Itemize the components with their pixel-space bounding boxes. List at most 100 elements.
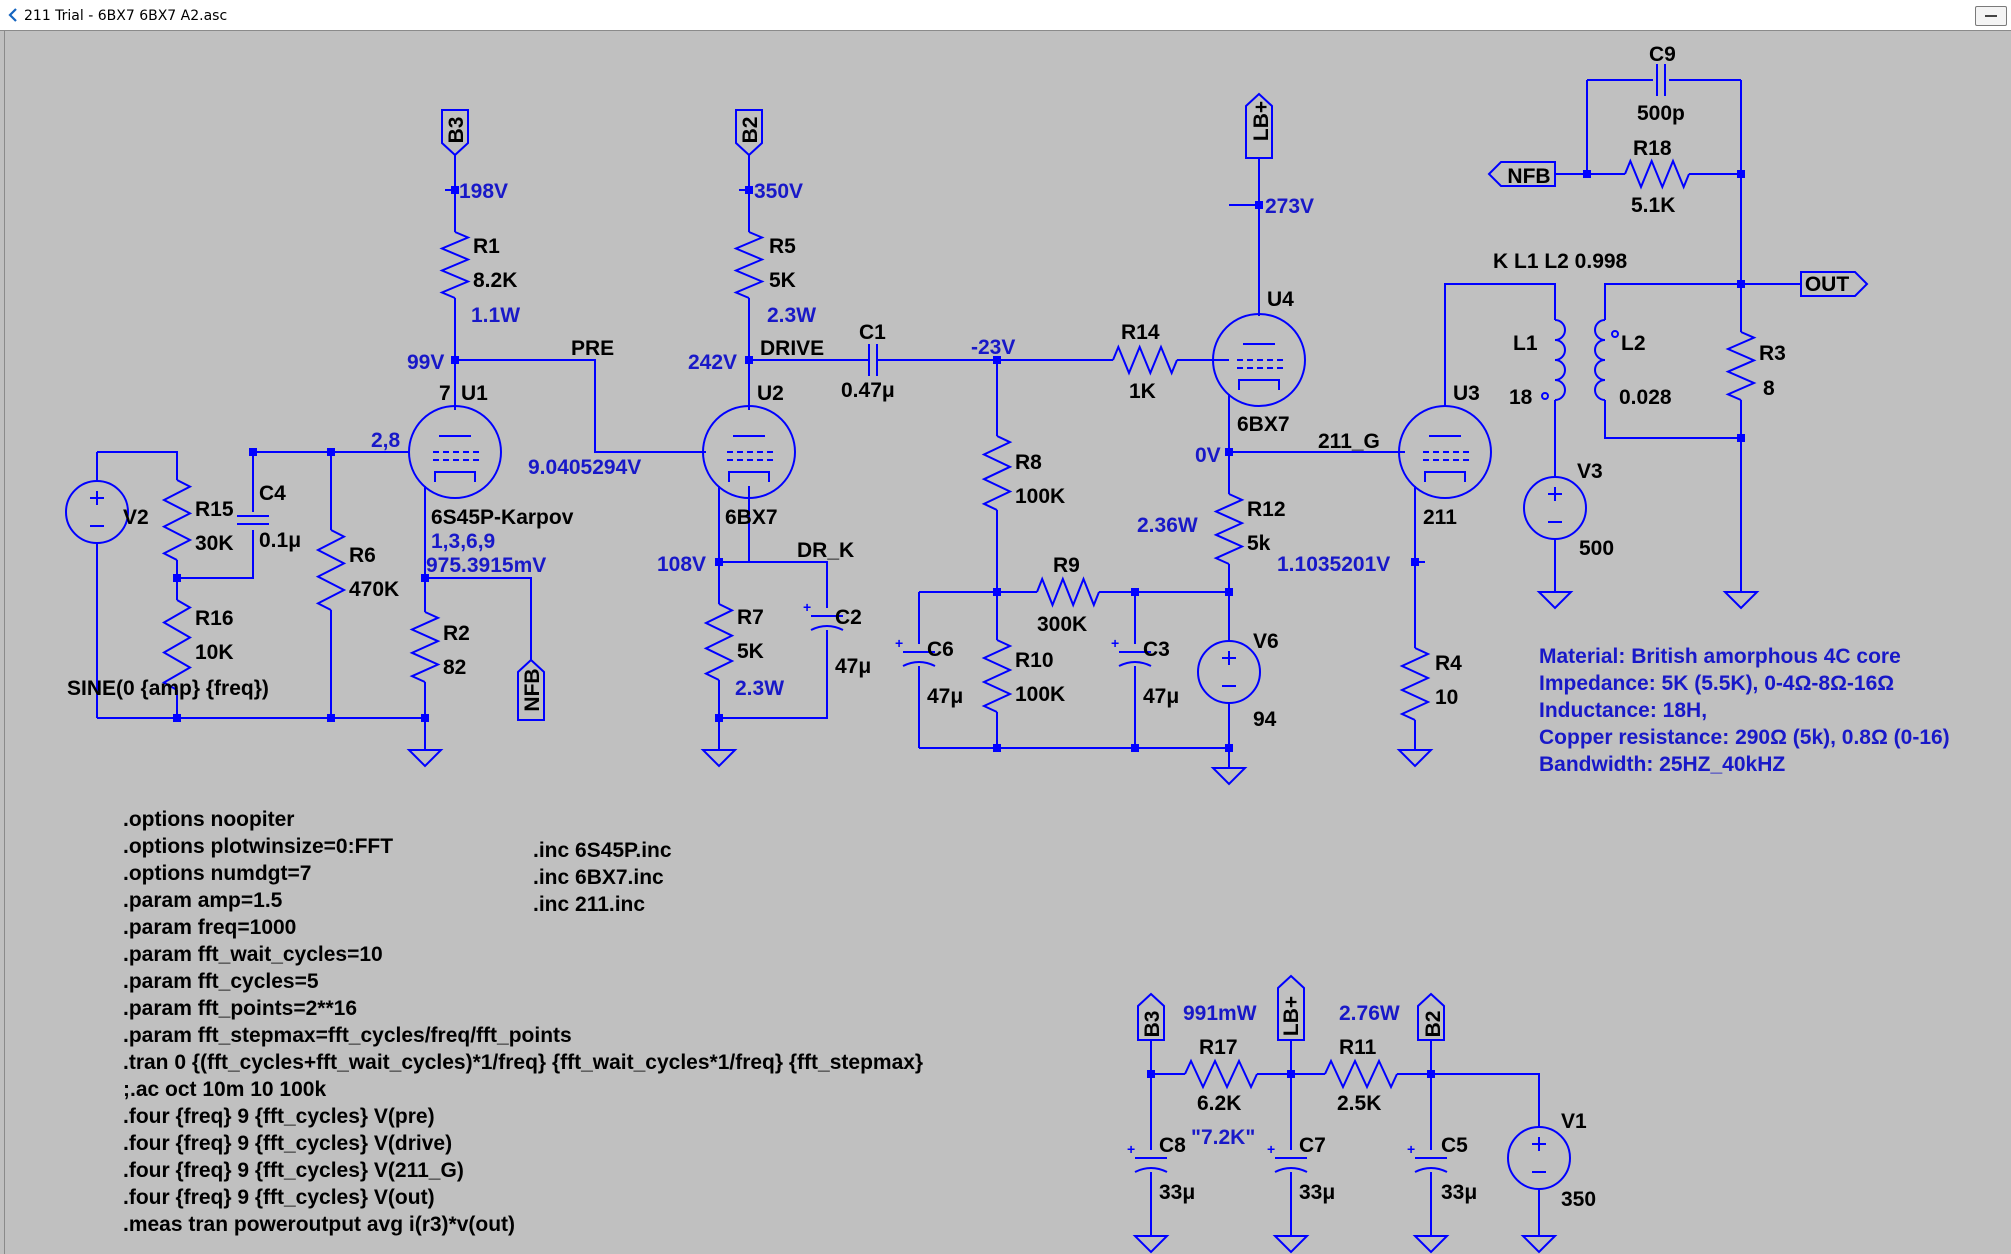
directive-line[interactable]: ;.ac oct 10m 10 100k [123, 1078, 326, 1101]
directive-line[interactable]: .tran 0 {(fft_cycles+fft_wait_cycles)*1/… [123, 1051, 923, 1074]
port-lbplus-flag [1245, 92, 1273, 159]
port-lbplus-psu[interactable]: LB+ [1280, 996, 1303, 1036]
include-line[interactable]: .inc 211.inc [533, 893, 645, 916]
note-inductance[interactable]: Inductance: 18H, [1539, 699, 1707, 722]
l2-phase-dot [1611, 330, 1619, 338]
junction-dot [327, 448, 335, 456]
net-drive: DRIVE [760, 337, 824, 360]
v6-value: 94 [1253, 708, 1277, 731]
voltage-273v: 273V [1265, 195, 1314, 218]
r17-value: 6.2K [1197, 1092, 1241, 1115]
v2-value: SINE(0 {amp} {freq}) [67, 677, 269, 700]
port-nfb-right-flag [1487, 161, 1556, 187]
directive-line[interactable]: .options plotwinsize=0:FFT [123, 835, 393, 858]
v3-name: V3 [1577, 460, 1603, 483]
note-copper-resistance[interactable]: Copper resistance: 290Ω (5k), 0.8Ω (0-16… [1539, 726, 1950, 749]
directive-line[interactable]: .param amp=1.5 [123, 889, 283, 912]
directive-line[interactable]: .options noopiter [123, 808, 294, 831]
resistor-r16 [161, 599, 193, 691]
r16-name: R16 [195, 607, 234, 630]
r10-name: R10 [1015, 649, 1054, 672]
ground-r3 [1722, 591, 1760, 610]
title-bar: 211 Trial - 6BX7 6BX7 A2.asc [0, 0, 2011, 31]
capacitor-c8: + [1127, 1141, 1168, 1173]
port-out[interactable]: OUT [1805, 273, 1850, 296]
l1-name: L1 [1513, 332, 1538, 355]
directive-line[interactable]: .param fft_wait_cycles=10 [123, 943, 383, 966]
u2-model: 6BX7 [725, 506, 778, 529]
r11-value: 2.5K [1337, 1092, 1381, 1115]
directive-line[interactable]: .param fft_points=2**16 [123, 997, 357, 1020]
wire [97, 451, 178, 480]
r18-name: R18 [1633, 137, 1672, 160]
r17-note: "7.2K" [1191, 1126, 1255, 1149]
include-line[interactable]: .inc 6BX7.inc [533, 866, 664, 889]
port-lbplus-psu-flag [1277, 974, 1305, 1041]
directive-line[interactable]: .four {freq} 9 {fft_cycles} V(pre) [123, 1105, 435, 1128]
wire [719, 561, 828, 608]
port-b2-psu-flag [1417, 992, 1445, 1041]
directive-line[interactable]: .options numdgt=7 [123, 862, 311, 885]
ground-u2 [700, 749, 738, 768]
svg-text:+: + [1407, 1141, 1415, 1157]
r3-value: 8 [1763, 377, 1775, 400]
port-nfb-right[interactable]: NFB [1507, 165, 1550, 188]
c8-value: 33μ [1159, 1181, 1195, 1204]
r9-name: R9 [1053, 554, 1080, 577]
c5-name: C5 [1441, 1134, 1468, 1157]
junction-dot [451, 186, 459, 194]
junction-dot [715, 558, 723, 566]
junction-dot [1737, 170, 1745, 178]
v1-name: V1 [1561, 1110, 1587, 1133]
directive-line[interactable]: .meas tran poweroutput avg i(r3)*v(out) [123, 1213, 515, 1236]
port-b2-top[interactable]: B2 [739, 117, 762, 144]
junction-dot [451, 356, 459, 364]
minimize-button[interactable] [1975, 6, 2007, 26]
port-b3-top[interactable]: B3 [445, 117, 468, 144]
l1-phase-dot [1541, 392, 1549, 400]
resistor-r15 [161, 479, 193, 561]
directive-line[interactable]: .param freq=1000 [123, 916, 296, 939]
wire [455, 359, 706, 453]
directive-line[interactable]: .four {freq} 9 {fft_cycles} V(out) [123, 1186, 435, 1209]
wires [96, 79, 1801, 1236]
port-nfb-flag [517, 658, 545, 721]
c1-value: 0.47μ [841, 379, 895, 402]
directive-line[interactable]: .four {freq} 9 {fft_cycles} V(drive) [123, 1132, 452, 1155]
inductor-l2 [1594, 319, 1606, 401]
junction-dot [1225, 448, 1233, 456]
wire [1431, 1073, 1540, 1126]
directive-line[interactable]: .param fft_stepmax=fft_cycles/freq/fft_p… [123, 1024, 572, 1047]
resistor-r9 [1036, 576, 1100, 608]
directive-line[interactable]: .param fft_cycles=5 [123, 970, 319, 993]
r5-name: R5 [769, 235, 796, 258]
port-nfb-bottom[interactable]: NFB [521, 668, 544, 711]
note-bandwidth[interactable]: Bandwidth: 25HZ_40kHZ [1539, 753, 1785, 776]
r17-name: R17 [1199, 1036, 1238, 1059]
ground-u1 [406, 749, 444, 768]
port-b3-psu[interactable]: B3 [1141, 1011, 1164, 1038]
u4-name: U4 [1267, 288, 1294, 311]
coupling-directive[interactable]: K L1 L2 0.998 [1493, 250, 1628, 273]
power-r1: 1.1W [471, 304, 520, 327]
port-lbplus-top[interactable]: LB+ [1250, 101, 1273, 141]
note-impedance[interactable]: Impedance: 5K (5.5K), 0-4Ω-8Ω-16Ω [1539, 672, 1894, 695]
note-material[interactable]: Material: British amorphous 4C core [1539, 645, 1901, 668]
include-line[interactable]: .inc 6S45P.inc [533, 839, 672, 862]
wire [1604, 400, 1741, 439]
c4-name: C4 [259, 482, 286, 505]
port-b2-psu[interactable]: B2 [1422, 1011, 1445, 1038]
l2-value: 0.028 [1619, 386, 1672, 409]
ground-v1 [1520, 1235, 1558, 1254]
component-symbols: ++++++ [65, 64, 1869, 1254]
directive-line[interactable]: .four {freq} 9 {fft_cycles} V(211_G) [123, 1159, 464, 1182]
schematic-canvas[interactable]: ++++++ B3 B2 LB+ NFB B3 LB+ B2 NFB OUT 1… [4, 30, 2011, 1254]
r8-value: 100K [1015, 485, 1065, 508]
tube-u4 [1212, 313, 1306, 407]
u3-model: 211 [1423, 506, 1457, 529]
r18-value: 5.1K [1631, 194, 1675, 217]
tube-u1 [408, 405, 502, 499]
c3-name: C3 [1143, 638, 1170, 661]
junction-dot [993, 356, 1001, 364]
u3-name: U3 [1453, 382, 1480, 405]
